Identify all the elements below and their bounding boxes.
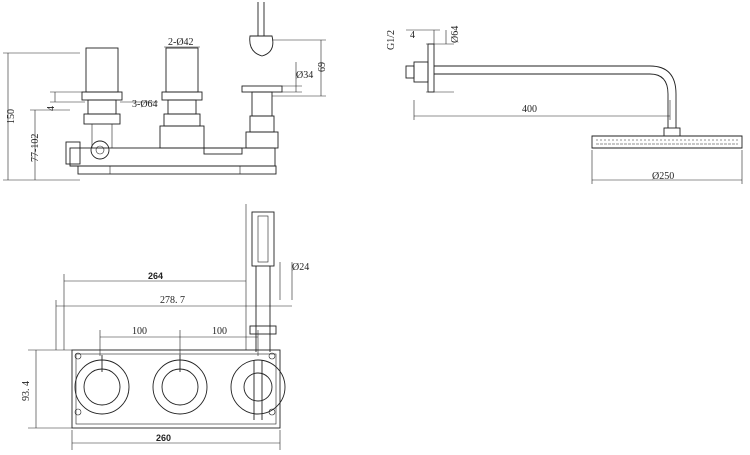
dim-h77-102: 77-102 bbox=[30, 134, 41, 162]
dim-g12: G1/2 bbox=[386, 30, 397, 50]
dim-2x42: 2-Ø42 bbox=[168, 37, 194, 48]
bottom-front-view: Ø24 264 278. 7 100 100 93. 4 260 bbox=[21, 204, 309, 450]
dim-l400: 400 bbox=[522, 104, 537, 115]
dim-d4: 4 bbox=[410, 30, 415, 41]
dim-d24: Ø24 bbox=[292, 262, 309, 273]
dim-s100-a: 100 bbox=[132, 326, 147, 337]
dim-h150: 150 bbox=[6, 109, 17, 124]
dim-3x64: 3-Ø64 bbox=[132, 99, 158, 110]
dim-d34: Ø34 bbox=[296, 70, 313, 81]
dim-d250: Ø250 bbox=[652, 171, 674, 182]
dim-w260: 260 bbox=[156, 433, 171, 443]
dim-h93-4: 93. 4 bbox=[21, 381, 32, 401]
dim-h4: 4 bbox=[46, 106, 57, 111]
dim-h69: 69 bbox=[317, 62, 328, 72]
dim-w264: 264 bbox=[148, 271, 163, 281]
top-left-elevation-view: 2-Ø42 3-Ø64 Ø34 69 150 77-102 4 bbox=[3, 2, 328, 181]
top-right-shower-arm-view: G1/2 4 Ø64 400 Ø250 bbox=[386, 26, 743, 184]
dim-w278-7: 278. 7 bbox=[160, 295, 185, 306]
dim-s100-b: 100 bbox=[212, 326, 227, 337]
dim-d64: Ø64 bbox=[450, 26, 461, 43]
